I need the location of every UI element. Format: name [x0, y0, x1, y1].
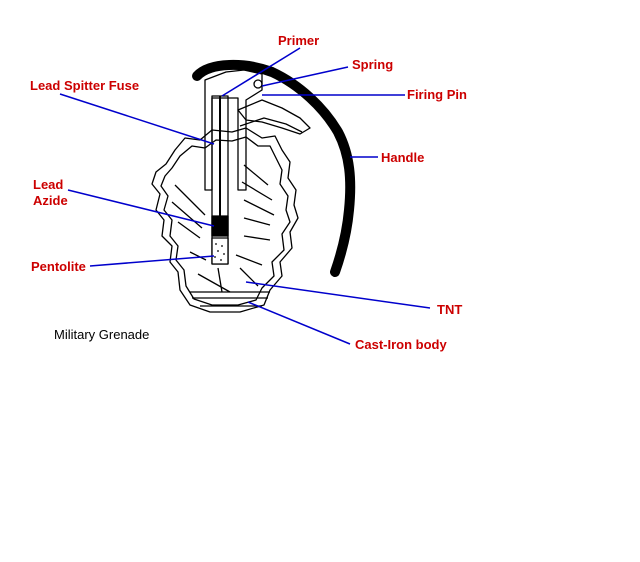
label-pentolite: Pentolite — [31, 259, 86, 274]
leader-spring — [261, 66, 349, 87]
label-spring: Spring — [352, 57, 394, 72]
label-tnt: TNT — [437, 302, 463, 317]
label-cast-iron-body: Cast-Iron body — [355, 337, 447, 352]
fuse-housing — [237, 99, 311, 135]
label-firing-pin: Firing Pin — [407, 87, 467, 102]
label-lead-azide-line2: Azide — [33, 193, 68, 208]
leader-pentolite — [89, 255, 215, 267]
grenade-body-inner-outline — [160, 136, 291, 306]
leader-lead-spitter-fuse — [59, 93, 215, 145]
grenade-body-outline — [151, 127, 299, 313]
leader-primer — [221, 47, 301, 97]
lead-azide-charge — [211, 215, 229, 237]
fragmentation-lines — [171, 164, 275, 293]
label-handle: Handle — [381, 150, 425, 165]
leader-lead-azide — [67, 189, 215, 227]
leader-cast-iron-body — [247, 301, 351, 345]
firing-pin-pivot — [253, 79, 263, 89]
grenade-base — [190, 291, 270, 307]
diagram-caption: Military Grenade — [54, 327, 150, 342]
pentolite-dots — [214, 243, 225, 261]
pentolite-charge — [211, 237, 229, 265]
leader-tnt — [245, 281, 431, 309]
label-lead-azide-line1: Lead — [33, 177, 64, 192]
label-primer: Primer — [278, 33, 320, 48]
grenade-handle — [192, 60, 356, 277]
label-lead-spitter-fuse: Lead Spitter Fuse — [30, 78, 140, 93]
fuse-housing-inner — [239, 117, 303, 133]
